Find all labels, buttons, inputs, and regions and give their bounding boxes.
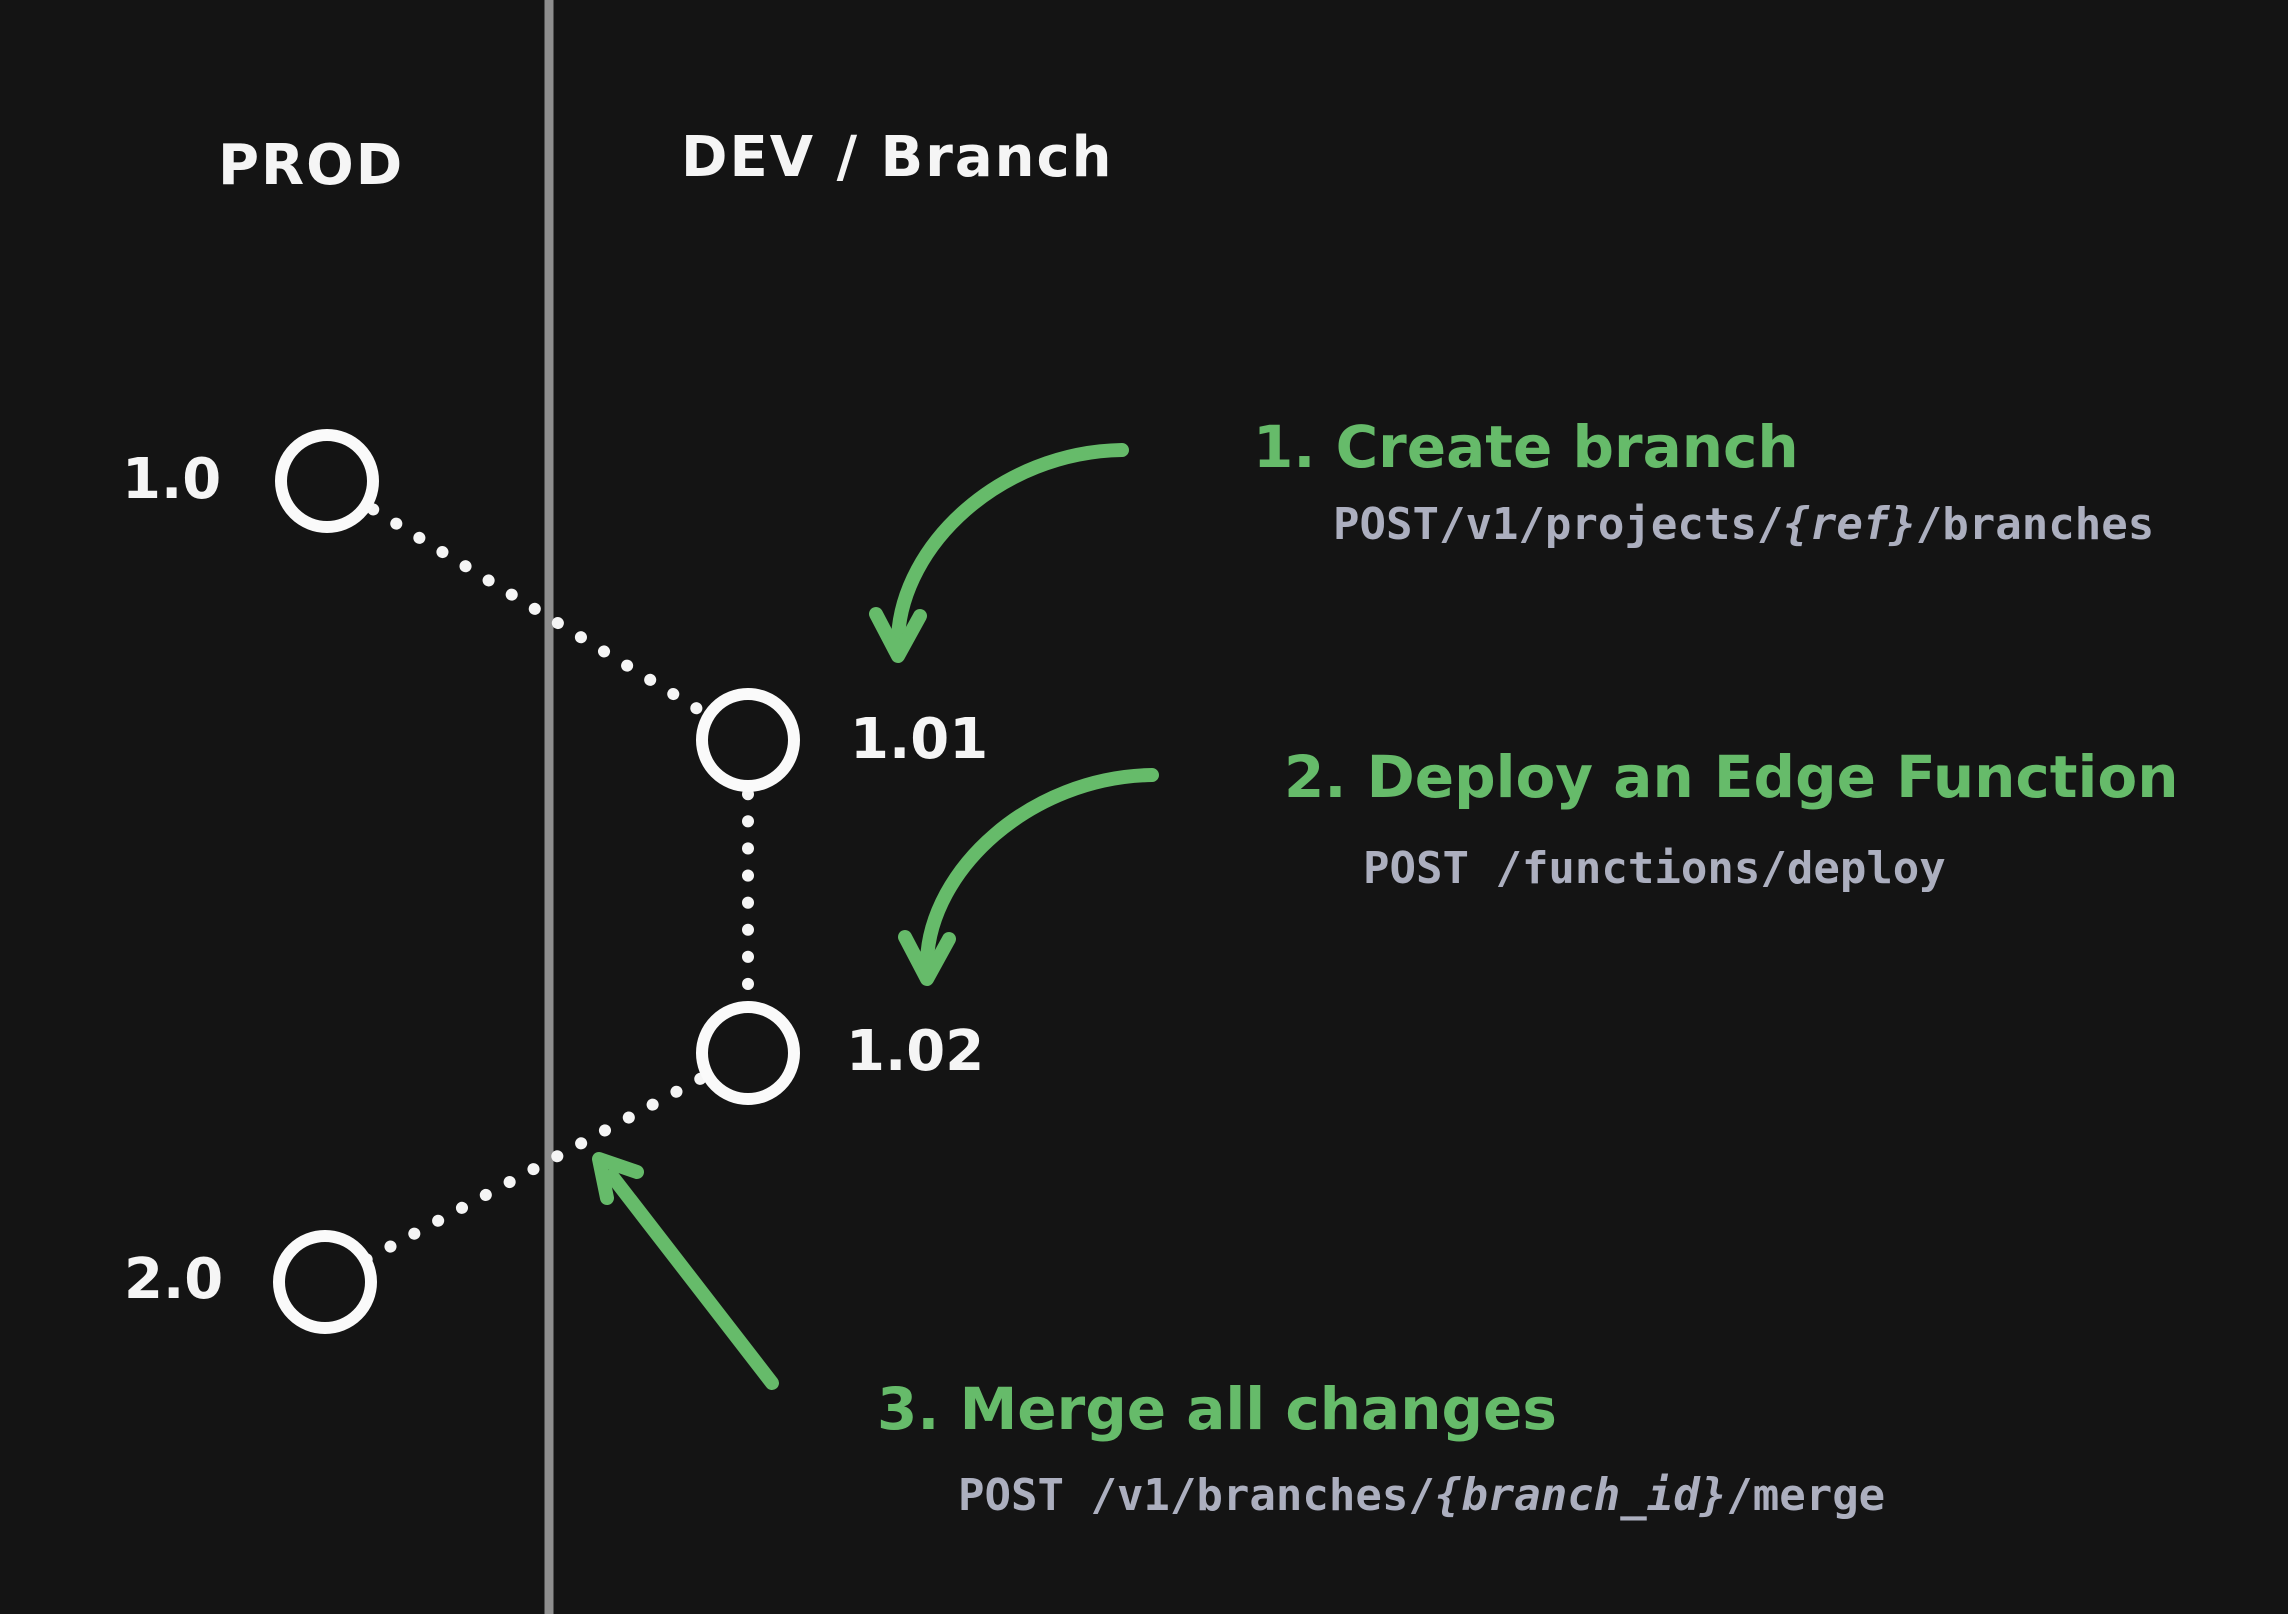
node-1.02-label: 1.02 — [846, 1019, 985, 1084]
node-1.01-circle — [696, 688, 800, 792]
node-1.02-circle — [696, 1001, 800, 1105]
node-1.0-circle — [275, 429, 379, 533]
endpoint-suffix: /branches — [1915, 499, 2155, 550]
arrow-merge-changes-head-icon — [592, 1152, 644, 1205]
annotation-create-branch-endpoint: POST/v1/projects/{ref}/branches — [1333, 503, 2154, 547]
prod-column-header: PROD — [218, 133, 405, 198]
arrow-merge-changes — [605, 1169, 779, 1390]
edge-1.0-to-1.01 — [321, 475, 754, 746]
arrow-create-branch — [891, 443, 1129, 645]
node-1.01-label: 1.01 — [850, 707, 989, 772]
edge-1.02-to-2.0 — [319, 1047, 754, 1288]
node-1.0-label: 1.0 — [122, 447, 222, 512]
node-2.0-label: 2.0 — [124, 1247, 224, 1312]
annotation-create-branch-title: 1. Create branch — [1253, 413, 1799, 481]
arrow-create-branch-head-icon — [869, 607, 927, 663]
endpoint-param: {ref} — [1783, 499, 1916, 550]
endpoint-prefix: POST /v1/branches/ — [958, 1470, 1435, 1521]
annotation-deploy-function-title: 2. Deploy an Edge Function — [1284, 743, 2179, 811]
endpoint-param: {branch_id} — [1434, 1470, 1727, 1521]
arrow-deploy-function-head-icon — [898, 930, 956, 986]
endpoint-prefix: POST/v1/projects/ — [1333, 499, 1784, 550]
annotation-merge-changes-title: 3. Merge all changes — [877, 1375, 1557, 1443]
annotation-deploy-function-endpoint: POST /functions/deploy — [1363, 847, 1946, 891]
arrow-deploy-function — [920, 768, 1159, 968]
node-2.0-circle — [273, 1230, 377, 1334]
endpoint-suffix: /merge — [1726, 1470, 1886, 1521]
endpoint-prefix: POST /functions/deploy — [1363, 843, 1946, 894]
annotation-merge-changes-endpoint: POST /v1/branches/{branch_id}/merge — [958, 1474, 1885, 1518]
dev-column-header: DEV / Branch — [681, 125, 1114, 190]
